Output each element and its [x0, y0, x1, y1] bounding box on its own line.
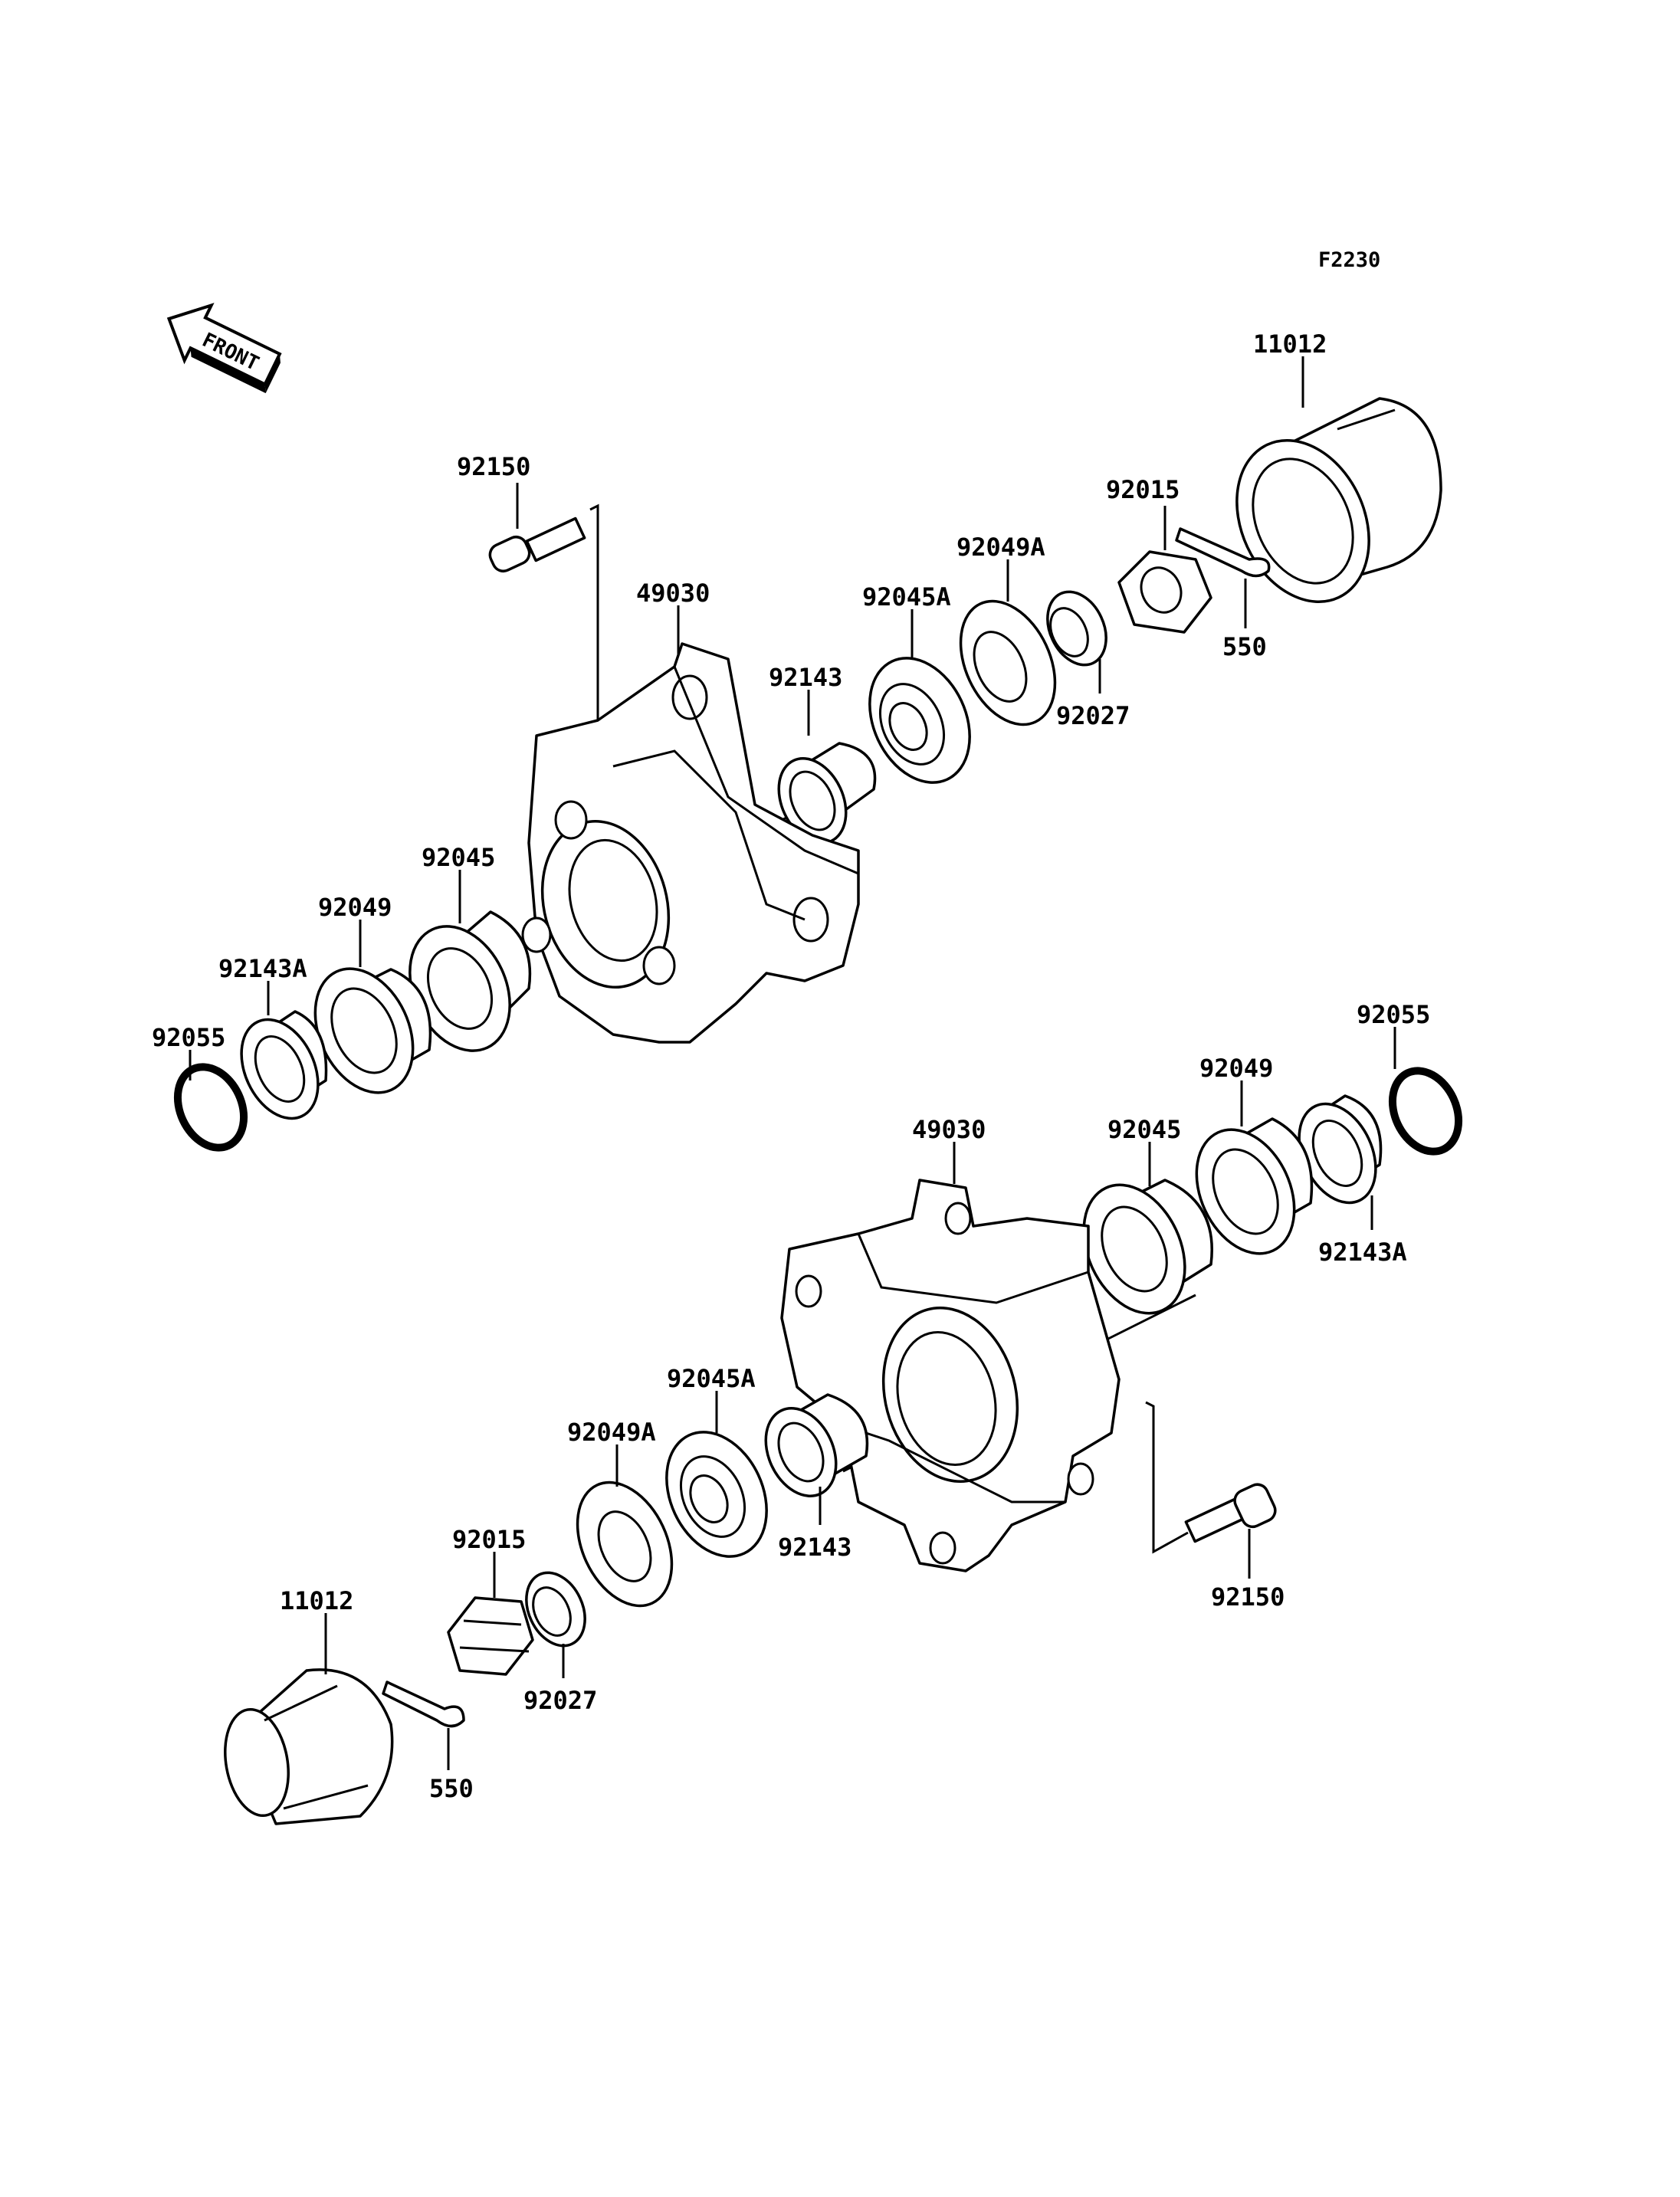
lead-bottom-92150 — [1145, 1401, 1189, 1554]
label-bottom-92045: 92045 — [1107, 1115, 1181, 1144]
top-seal-92049 — [313, 967, 432, 1094]
label-top-92027: 92027 — [1056, 701, 1130, 730]
label-bottom-92055: 92055 — [1357, 1000, 1430, 1029]
bottom-seal-92049A — [576, 1481, 674, 1608]
bottom-hub-49030 — [780, 1179, 1121, 1572]
label-bottom-11012: 11012 — [280, 1586, 353, 1615]
label-top-11012: 11012 — [1253, 330, 1327, 359]
top-cap-11012 — [1235, 397, 1442, 604]
bottom-collar-92143A — [1298, 1094, 1383, 1205]
lead-top-92150 — [589, 503, 608, 745]
bottom-bearing-92045 — [1082, 1179, 1213, 1315]
front-arrow-icon: FRONT — [166, 303, 282, 394]
bottom-pin-550 — [382, 1681, 465, 1728]
label-bottom-49030: 49030 — [912, 1115, 986, 1144]
label-top-92015: 92015 — [1106, 475, 1180, 504]
bottom-bearing-92045A — [665, 1431, 768, 1558]
label-bottom-550: 550 — [429, 1774, 474, 1803]
label-bottom-92143: 92143 — [778, 1533, 851, 1562]
top-bolt-92150 — [488, 516, 586, 573]
label-bottom-92015: 92015 — [452, 1525, 526, 1554]
top-pin-550 — [1175, 527, 1271, 578]
bottom-spacer-92143 — [764, 1393, 869, 1497]
label-top-92150: 92150 — [457, 452, 530, 481]
top-hub-49030 — [521, 642, 860, 1044]
label-top-550: 550 — [1222, 632, 1267, 661]
bottom-seal-92049 — [1195, 1117, 1314, 1255]
top-collar-92143A — [240, 1010, 328, 1120]
label-top-49030: 49030 — [636, 579, 710, 608]
top-bearing-92045 — [409, 910, 532, 1052]
bottom-collar-92027 — [525, 1571, 586, 1648]
bottom-bolt-92150 — [1184, 1483, 1277, 1543]
label-top-92143: 92143 — [769, 663, 842, 692]
label-bottom-92045A: 92045A — [667, 1364, 756, 1393]
bottom-nut-92015 — [447, 1596, 534, 1676]
label-bottom-92027: 92027 — [523, 1686, 597, 1715]
label-bottom-92150: 92150 — [1211, 1582, 1285, 1612]
label-bottom-92049A: 92049A — [567, 1418, 656, 1447]
label-top-92055: 92055 — [152, 1023, 225, 1052]
top-oring-92055 — [173, 1063, 248, 1152]
top-collar-92027 — [1046, 590, 1107, 667]
label-bottom-92049: 92049 — [1199, 1054, 1273, 1083]
label-top-92045A: 92045A — [862, 582, 951, 612]
label-top-92049: 92049 — [318, 893, 392, 922]
label-top-92049A: 92049A — [956, 533, 1045, 562]
bottom-cap-11012 — [224, 1668, 394, 1825]
top-nut-92015 — [1117, 550, 1212, 634]
top-bearing-92045A — [868, 657, 971, 784]
label-top-92045: 92045 — [422, 843, 495, 872]
top-spacer-92143 — [777, 742, 877, 844]
label-bottom-92143A: 92143A — [1318, 1238, 1407, 1267]
bottom-oring-92055 — [1388, 1067, 1463, 1156]
top-seal-92049A — [959, 599, 1057, 726]
diagram-ref-code: F2230 — [1318, 248, 1380, 272]
label-top-92143A: 92143A — [218, 954, 307, 983]
